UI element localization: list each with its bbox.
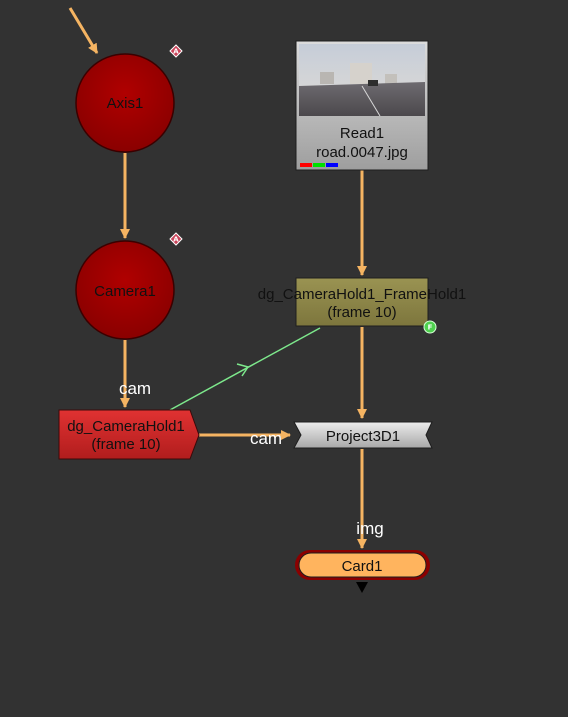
- camerahold-node-body[interactable]: [58, 409, 200, 460]
- framehold-node-label: dg_CameraHold1_FrameHold1: [258, 286, 466, 303]
- axis-badge-text: A: [173, 48, 179, 56]
- read-node-file: road.0047.jpg: [316, 144, 408, 161]
- axis-node-label: Axis1: [107, 95, 144, 112]
- camera-animated-badge: A: [169, 232, 183, 246]
- framehold-badge-text: F: [428, 324, 433, 332]
- card-node-body[interactable]: [298, 552, 427, 578]
- card-node-label: Card1: [342, 558, 383, 575]
- badge-diamond-icon: [169, 44, 183, 58]
- camera-badge-text: A: [173, 236, 179, 244]
- camerahold-node-label: dg_CameraHold1: [67, 418, 185, 435]
- project-node-label: Project3D1: [326, 428, 400, 445]
- axis-node[interactable]: Axis1 A: [75, 44, 183, 153]
- camera-link-pipe[interactable]: [169, 327, 321, 411]
- camerahold-node[interactable]: dg_CameraHold1 (frame 10): [58, 409, 200, 460]
- axis-node-body[interactable]: [75, 53, 175, 153]
- framehold-node[interactable]: dg_CameraHold1_FrameHold1 (frame 10) F: [258, 277, 466, 334]
- thumbnail-car: [368, 80, 378, 86]
- connection-pipes: [68, 7, 367, 549]
- thumbnail-lane-marking: [361, 85, 381, 117]
- card-node[interactable]: Card1: [295, 550, 430, 593]
- camerahold-node-frame: (frame 10): [91, 436, 160, 453]
- frame-badge-icon: [423, 320, 437, 334]
- axis-animated-badge: A: [169, 44, 183, 58]
- card-img-input-label: img: [356, 519, 383, 538]
- channel-red-indicator: [300, 163, 312, 167]
- thumbnail-building: [350, 63, 372, 84]
- project-node[interactable]: Project3D1: [293, 421, 433, 449]
- pipe-into-axis[interactable]: [68, 7, 99, 54]
- camera-node[interactable]: Camera1 A: [75, 232, 183, 340]
- framehold-node-body[interactable]: [295, 277, 429, 327]
- project-node-body[interactable]: [293, 421, 433, 449]
- badge-diamond-icon: [169, 232, 183, 246]
- read-node[interactable]: Read1 road.0047.jpg: [295, 40, 429, 171]
- card-output-arrow-icon[interactable]: [356, 582, 368, 593]
- thumbnail-building: [320, 72, 334, 84]
- camerahold-cam-input-label: cam: [119, 379, 151, 398]
- thumbnail-road: [299, 82, 425, 116]
- camera-node-label: Camera1: [94, 283, 156, 300]
- thumbnail-building: [385, 74, 397, 84]
- project-cam-input-label: cam: [250, 429, 282, 448]
- read-thumbnail: [299, 44, 425, 117]
- framehold-badge: F: [423, 320, 437, 334]
- camera-link-arrowhead: [236, 363, 250, 377]
- channel-green-indicator: [313, 163, 325, 167]
- channel-blue-indicator: [326, 163, 338, 167]
- framehold-node-frame: (frame 10): [327, 304, 396, 321]
- read-channel-indicators: [300, 163, 338, 167]
- read-node-label: Read1: [340, 125, 384, 142]
- camera-node-body[interactable]: [75, 240, 175, 340]
